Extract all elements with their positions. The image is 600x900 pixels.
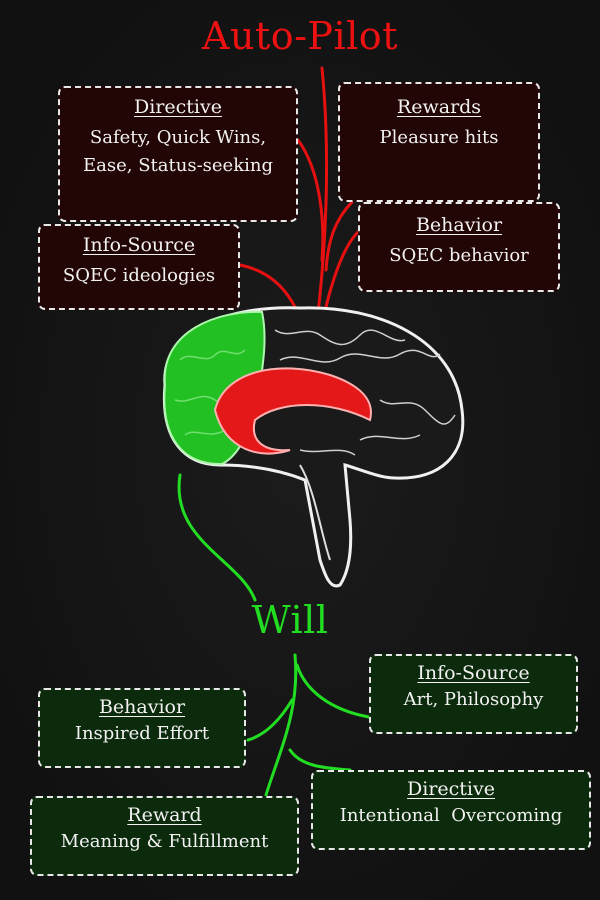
autopilot-directive-box: Directive Safety, Quick Wins, Ease, Stat…: [58, 86, 298, 222]
will-title: Will: [251, 598, 329, 642]
brain-illustration: [162, 306, 465, 588]
box-body: Pleasure hits: [379, 127, 499, 148]
box-heading: Directive: [134, 96, 222, 118]
box-body: Meaning & Fulfillment: [60, 831, 269, 852]
box-body: Art, Philosophy: [403, 689, 544, 710]
brain-folds: [274, 329, 456, 456]
connector-rewards: [324, 200, 354, 272]
autopilot-title: Auto-Pilot: [202, 14, 398, 58]
brainstem-icon: [299, 464, 331, 561]
box-body: Inspired Effort: [74, 723, 210, 744]
box-heading: Behavior: [98, 696, 186, 718]
box-heading: Rewards: [396, 96, 482, 118]
connector-behavior: [246, 698, 294, 742]
box-heading: Behavior: [415, 214, 503, 236]
will-behavior-box: Behavior Inspired Effort: [38, 688, 246, 768]
connector-reward: [264, 653, 298, 797]
box-body: SQEC ideologies: [62, 265, 216, 286]
will-directive-box: Directive Intentional Overcoming: [311, 770, 591, 850]
connector-info-source: [295, 663, 371, 719]
box-heading: Directive: [407, 778, 495, 800]
autopilot-rewards-box: Rewards Pleasure hits: [338, 82, 540, 202]
box-body: SQEC behavior: [389, 245, 529, 266]
will-connectors: [177, 473, 371, 797]
box-heading: Reward: [127, 804, 202, 826]
box-heading: Info-Source: [82, 234, 196, 256]
autopilot-info-source-box: Info-Source SQEC ideologies: [38, 224, 240, 310]
connector-directive: [296, 138, 325, 262]
box-body: Safety, Quick Wins,: [89, 127, 267, 148]
will-trunk-line: [177, 473, 257, 602]
autopilot-behavior-box: Behavior SQEC behavior: [358, 202, 560, 292]
box-body: Ease, Status-seeking: [83, 155, 273, 176]
limbic-system-icon: [213, 367, 372, 455]
box-heading: Info-Source: [417, 662, 530, 684]
connector-directive: [288, 748, 352, 772]
will-reward-box: Reward Meaning & Fulfillment: [30, 796, 299, 876]
will-info-source-box: Info-Source Art, Philosophy: [369, 654, 578, 734]
box-body: Intentional Overcoming: [339, 805, 563, 826]
